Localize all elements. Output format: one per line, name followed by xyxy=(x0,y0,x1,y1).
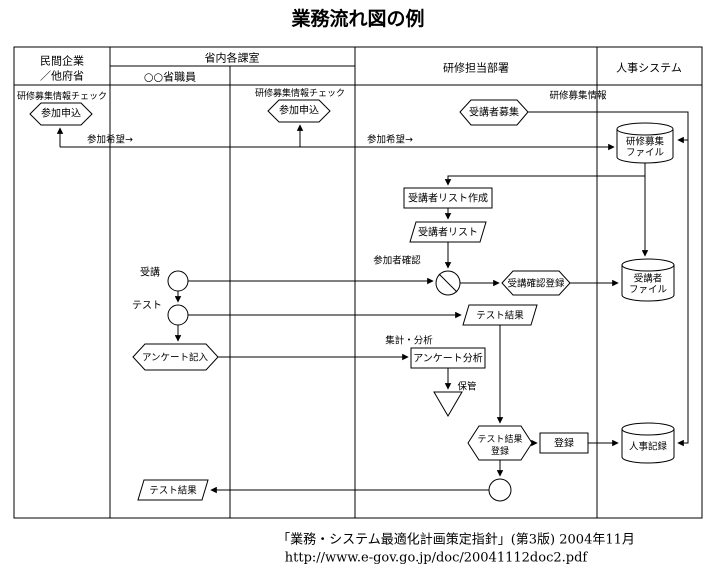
lane-ministry-staff: ○○省職員 xyxy=(144,71,196,84)
hr-record-label: 人事記録 xyxy=(629,441,668,453)
test-reg-label-line1: テスト結果 xyxy=(477,433,522,445)
lane-private-company-line2: ／他府省 xyxy=(40,69,84,83)
arrow-file1-to-make-list xyxy=(444,175,645,186)
make-list-box xyxy=(403,187,493,209)
survey-analysis-label: アンケート分析 xyxy=(413,352,483,365)
lane-ministry-offices: 省内各課室 xyxy=(205,51,260,65)
wish-label-1: 参加希望→ xyxy=(87,134,133,146)
participant-list-parallelogram xyxy=(409,221,487,243)
apply-hexagon-1 xyxy=(29,102,93,126)
survey-analysis-box xyxy=(410,347,486,369)
db2-top-arc xyxy=(621,264,675,272)
attend-label: 受講 xyxy=(140,266,160,279)
end-circle xyxy=(488,478,512,502)
register-box xyxy=(539,432,589,454)
wish-label-2: 参加希望→ xyxy=(367,134,413,146)
check-info-label-1: 研修募集情報チェック xyxy=(17,90,107,102)
hr-record-db xyxy=(621,422,675,464)
recruit-label: 受講者募集 xyxy=(469,106,519,119)
lane-hr-system: 人事システム xyxy=(616,62,682,75)
test-circle xyxy=(167,304,189,326)
storage-label: 保管 xyxy=(457,381,476,393)
db3-body xyxy=(621,422,675,464)
apply-label-2: 参加申込 xyxy=(279,104,319,117)
arrow-right-edge-to-hr-record xyxy=(677,140,689,447)
file2-label-line1: 受講者 xyxy=(634,273,663,285)
node-labels: 研修募集情報チェック 参加申込 参加希望→ 研修募集情報チェック 参加申込 参加… xyxy=(17,87,668,497)
file1-label-line2: ファイル xyxy=(626,148,665,159)
arrow-recruit-to-file xyxy=(528,111,689,144)
confirm-registration-hexagon xyxy=(501,270,571,296)
confirm-slash xyxy=(438,273,458,293)
confirm-registration-label: 受講確認登録 xyxy=(507,278,565,290)
make-list-label: 受講者リスト作成 xyxy=(408,192,488,205)
test-result-parallelogram-bottom xyxy=(137,479,209,501)
register-label: 登録 xyxy=(554,437,574,450)
survey-entry-label: アンケート記入 xyxy=(142,352,209,364)
footer-source: 「業務・システム最適化計画策定指針」(第3版) 2004年11月 xyxy=(277,532,635,548)
db3-top-arc xyxy=(621,428,675,436)
test-reg-label-line2: 登録 xyxy=(491,445,509,457)
check-info-label-2: 研修募集情報チェック xyxy=(255,87,345,99)
lane-headers: 民間企業 ／他府省 省内各課室 ○○省職員 研修担当部署 人事システム xyxy=(40,51,682,84)
training-recruit-file-db xyxy=(616,122,674,164)
test-result-bottom-label: テスト結果 xyxy=(149,485,197,497)
footer: 「業務・システム最適化計画策定指針」(第3版) 2004年11月 http://… xyxy=(277,532,635,566)
recruit-info-label: 研修募集情報 xyxy=(549,90,607,102)
file2-label-line2: ファイル xyxy=(629,285,668,296)
diagram-frame xyxy=(13,46,703,519)
db1-top-arc xyxy=(616,128,674,136)
test-result-parallelogram-mid xyxy=(462,304,538,326)
confirm-check-symbol xyxy=(435,270,461,296)
file1-label-line1: 研修募集 xyxy=(626,136,665,148)
storage-triangle xyxy=(433,391,463,417)
page-title: 業務流れ図の例 xyxy=(290,7,424,30)
swimlane-grid xyxy=(13,46,703,519)
participant-list-label: 受講者リスト xyxy=(418,226,478,239)
lane-training-dept: 研修担当部署 xyxy=(443,61,509,75)
recruit-hexagon xyxy=(459,99,529,126)
confirm-participants-label: 参加者確認 xyxy=(373,255,421,267)
flow-shapes xyxy=(29,99,675,502)
flow-arrows xyxy=(56,111,689,494)
test-label: テスト xyxy=(132,301,162,312)
db1-body xyxy=(616,122,674,164)
test-result-registration-hexagon xyxy=(467,425,533,461)
test-result-mid-label: テスト結果 xyxy=(476,310,524,322)
aggregate-analysis-label: 集計・分析 xyxy=(385,335,433,347)
attend-circle xyxy=(167,270,189,292)
apply-label-1: 参加申込 xyxy=(41,107,81,120)
apply-hexagon-2 xyxy=(267,99,331,123)
footer-url: http://www.e-gov.go.jp/doc/20041112doc2.… xyxy=(285,551,589,566)
lane-private-company-line1: 民間企業 xyxy=(40,54,84,68)
participant-file-db xyxy=(621,258,675,302)
db2-body xyxy=(621,258,675,302)
survey-entry-hexagon xyxy=(132,343,219,371)
